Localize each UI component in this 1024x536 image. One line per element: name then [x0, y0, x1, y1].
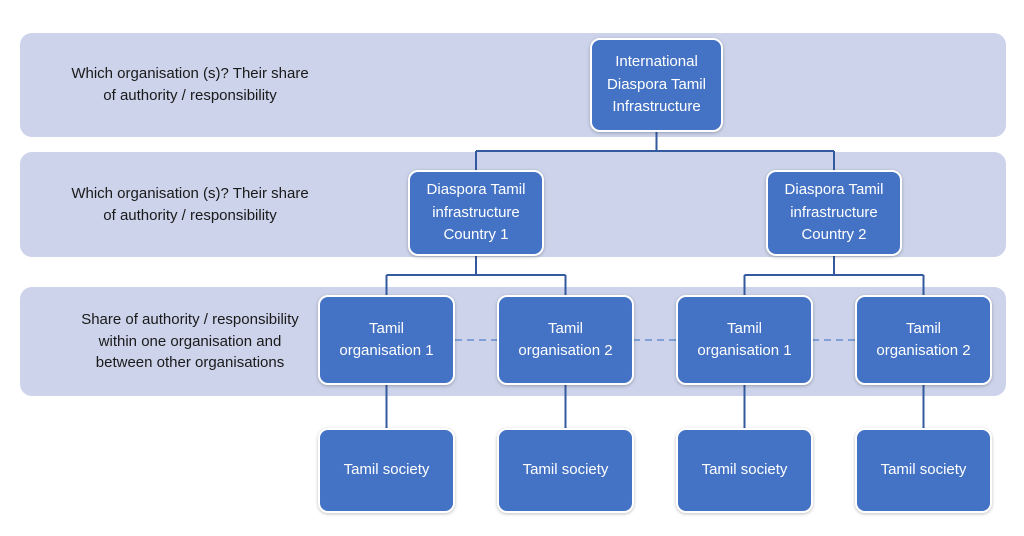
band-label-organisation: Share of authority / responsibility with… — [81, 310, 299, 372]
node-organisation-2-country-1: Tamil organisation 2 — [497, 295, 634, 385]
node-organisation-2-country-2: Tamil organisation 2 — [855, 295, 992, 385]
band-row-international: Which organisation (s)? Their share of a… — [20, 33, 1006, 137]
node-international-infrastructure: International Diaspora Tamil Infrastruct… — [590, 38, 723, 132]
band-label-international: Which organisation (s)? Their share of a… — [71, 65, 309, 104]
node-society-4: Tamil society — [855, 428, 992, 513]
band-label-country: Which organisation (s)? Their share of a… — [71, 184, 309, 224]
node-organisation-1-country-1: Tamil organisation 1 — [318, 295, 455, 385]
node-country-2: Diaspora Tamil infrastructure Country 2 — [766, 170, 902, 256]
node-organisation-1-country-2: Tamil organisation 1 — [676, 295, 813, 385]
node-society-1: Tamil society — [318, 428, 455, 513]
node-society-3: Tamil society — [676, 428, 813, 513]
node-society-2: Tamil society — [497, 428, 634, 513]
node-country-1: Diaspora Tamil infrastructure Country 1 — [408, 170, 544, 256]
